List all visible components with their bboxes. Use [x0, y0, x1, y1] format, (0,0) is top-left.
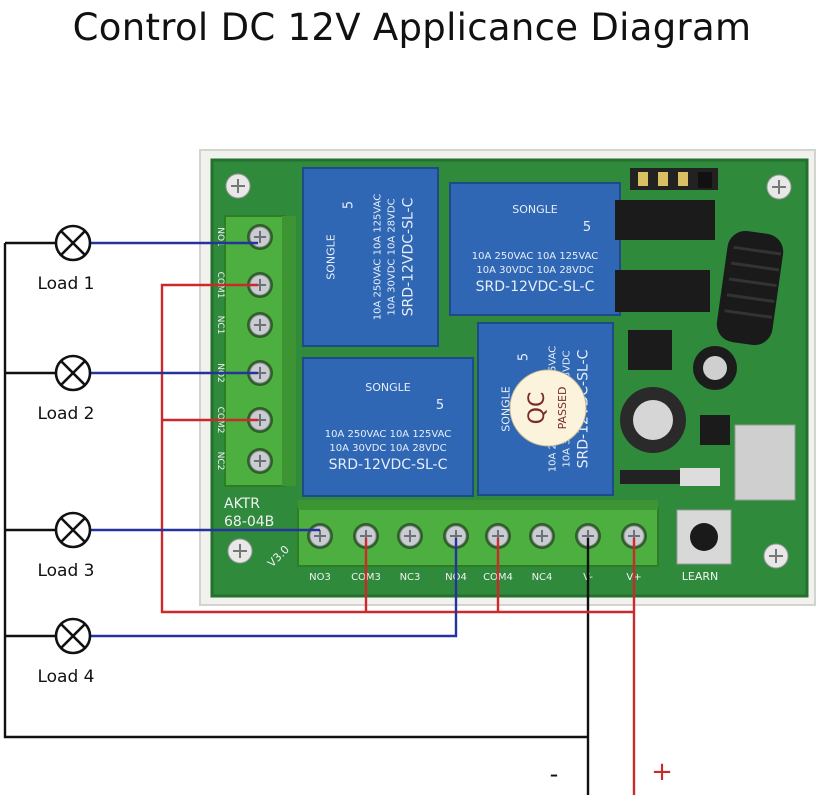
relay-text: 10A 30VDC 10A 28VDC — [329, 443, 446, 454]
ic-chip-4 — [700, 415, 730, 445]
bottom-terminal-label: NC4 — [532, 572, 553, 583]
wire-common-black — [3, 241, 588, 739]
wire-positive-distribution — [160, 283, 634, 614]
relay-text: SONGLE — [365, 381, 411, 394]
load-lamps: Load 1 Load 2 Load 3 Load 4 — [37, 224, 95, 687]
board-model-bottom: 68-04B — [224, 514, 274, 530]
relay-3: SONGLE 10A 250VAC 10A 125VAC 10A 30VDC 10A… — [302, 357, 474, 497]
relay-text: 10A 250VAC 10A 125VAC — [472, 251, 599, 262]
relay-text: 10A 250VAC 10A 125VAC — [373, 194, 384, 321]
diagram-title: Control DC 12V Applicance Diagram — [72, 6, 752, 49]
mounting-screw-top-left — [225, 173, 251, 199]
bottom-terminal-block — [297, 507, 659, 567]
relay-coil-number: 5 — [436, 398, 444, 413]
bottom-terminal-screw — [621, 523, 647, 549]
relay-text: SRD-12VDC-SL-C — [476, 279, 595, 295]
left-terminal-screw — [247, 360, 273, 386]
learn-button[interactable] — [676, 509, 732, 565]
load-3-lamp-icon — [54, 511, 92, 549]
load-4-lamp-icon — [54, 617, 92, 655]
left-terminal-block-side — [282, 216, 296, 486]
left-terminal-screw — [247, 224, 273, 250]
left-terminal-screws — [247, 224, 273, 474]
left-terminal-label: NO1 — [215, 227, 225, 247]
capacitor-small — [693, 346, 737, 390]
load-2-lamp-icon — [54, 354, 92, 392]
bottom-terminal-label: NO3 — [309, 572, 331, 583]
board-model-top: AKTR — [224, 496, 260, 512]
learn-label: LEARN — [682, 570, 718, 583]
bottom-terminal-block-side — [298, 500, 658, 510]
positive-sign: + — [651, 757, 673, 787]
left-terminal-screw — [247, 272, 273, 298]
left-terminal-screw — [247, 448, 273, 474]
capacitor-large — [620, 387, 686, 453]
bottom-terminal-screw — [485, 523, 511, 549]
antenna-coil — [716, 230, 784, 346]
ic-chip-1 — [615, 200, 715, 240]
qc-sticker-top: QC — [525, 392, 550, 425]
mounting-screw-bottom-left — [227, 538, 253, 564]
bottom-terminal-label: NC3 — [400, 572, 421, 583]
crystal — [734, 424, 796, 501]
relay-text: 10A 30VDC 10A 28VDC — [476, 265, 593, 276]
relay-coil-number: 5 — [342, 201, 357, 209]
bottom-terminal-screw — [307, 523, 333, 549]
left-terminal-block — [224, 215, 286, 487]
mounting-screw-top-right — [766, 174, 792, 200]
relay-text: SONGLE — [325, 234, 338, 280]
relay-text: SONGLE — [512, 203, 558, 216]
bottom-terminal-screws — [307, 523, 647, 549]
wires — [3, 241, 636, 795]
left-terminal-screw — [247, 407, 273, 433]
relay-text: SRD-12VDC-SL-C — [329, 457, 448, 473]
ic-chip-2 — [615, 270, 710, 312]
ic-chip-3 — [628, 330, 672, 370]
left-terminal-label: NC2 — [215, 452, 225, 471]
bottom-terminal-screw — [529, 523, 555, 549]
component-small — [680, 468, 720, 486]
header-pins — [630, 168, 718, 190]
load-1-lamp-icon — [54, 224, 92, 262]
left-terminal-label: NC1 — [215, 316, 225, 335]
relay-text: SONGLE — [500, 386, 513, 432]
load-4-label: Load 4 — [37, 667, 94, 687]
qc-sticker: QC PASSED — [509, 369, 587, 447]
load-3-label: Load 3 — [37, 561, 94, 581]
relay-text: 10A 250VAC 10A 125VAC — [325, 429, 452, 440]
load-1-label: Load 1 — [37, 274, 94, 294]
bottom-terminal-screw — [443, 523, 469, 549]
relay-coil-number: 5 — [517, 353, 532, 361]
relay-coil-number: 5 — [583, 220, 591, 235]
relay-2: SONGLE 10A 250VAC 10A 125VAC 10A 30VDC 10A… — [449, 182, 621, 316]
relay-text: SRD-12VDC-SL-C — [401, 197, 417, 316]
mounting-screw-bottom-right — [763, 543, 789, 569]
relay-text: 10A 30VDC 10A 28VDC — [387, 198, 398, 315]
negative-sign: - — [550, 760, 559, 788]
load-2-label: Load 2 — [37, 404, 94, 424]
left-terminal-screw — [247, 312, 273, 338]
pcb-edge — [210, 158, 809, 598]
qc-sticker-bottom: PASSED — [556, 387, 569, 430]
bottom-terminal-screw — [397, 523, 423, 549]
bottom-terminal-screw — [575, 523, 601, 549]
wire-load-4 — [91, 538, 458, 638]
